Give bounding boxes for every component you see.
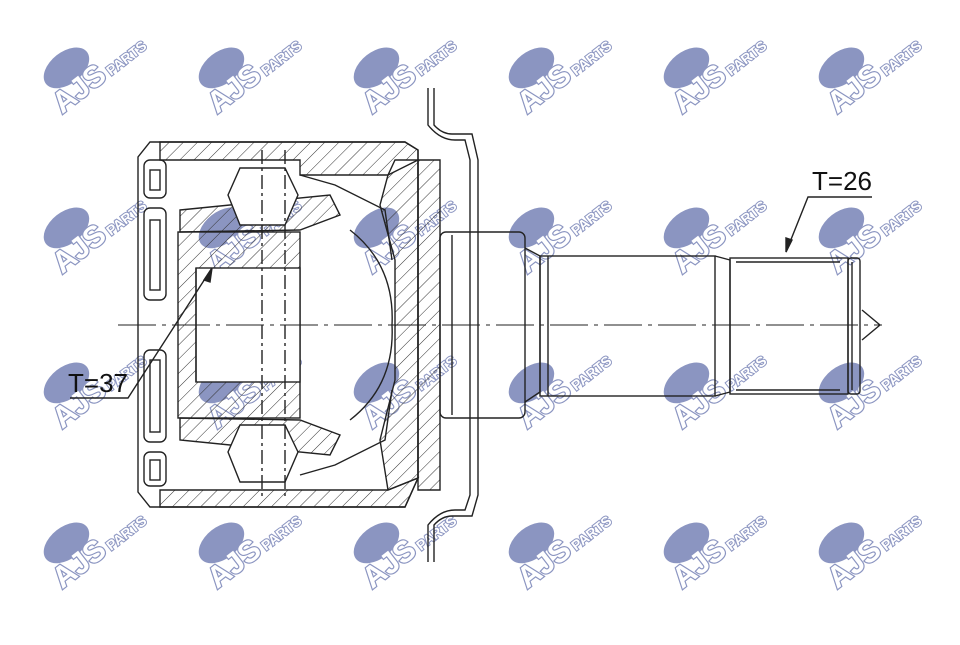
svg-text:PARTS: PARTS: [568, 37, 614, 78]
svg-text:PARTS: PARTS: [103, 512, 149, 553]
thread-label-inner: T=37: [68, 368, 128, 398]
ball-upper: [227, 167, 299, 226]
dust-cover: [427, 88, 471, 562]
leader-inner-arrow: [202, 267, 213, 283]
svg-text:PARTS: PARTS: [723, 37, 769, 78]
cv-joint-section: [70, 88, 882, 562]
leader-outer: [785, 196, 872, 253]
housing-hatch-top: [159, 141, 419, 176]
svg-text:PARTS: PARTS: [878, 37, 924, 78]
dust-cover-inner: [433, 88, 479, 562]
svg-text:PARTS: PARTS: [723, 512, 769, 553]
housing-hatch-bottom: [159, 476, 420, 508]
svg-text:PARTS: PARTS: [413, 37, 459, 78]
shaft-taper: [714, 255, 731, 397]
svg-text:PARTS: PARTS: [723, 197, 769, 238]
shaft-body: [539, 255, 716, 397]
svg-text:PARTS: PARTS: [568, 197, 614, 238]
leader-outer-arrow: [785, 237, 793, 253]
svg-text:PARTS: PARTS: [413, 512, 459, 553]
svg-text:PARTS: PARTS: [878, 197, 924, 238]
ball-lower: [227, 424, 299, 483]
svg-text:PARTS: PARTS: [103, 197, 149, 238]
svg-text:PARTS: PARTS: [258, 37, 304, 78]
svg-text:PARTS: PARTS: [103, 37, 149, 78]
end-arrow: [861, 309, 882, 341]
leader-inner: [70, 267, 213, 399]
svg-text:PARTS: PARTS: [878, 352, 924, 393]
track-lower: [299, 389, 393, 476]
flange-hatch: [417, 159, 441, 491]
svg-text:PARTS: PARTS: [878, 512, 924, 553]
svg-text:PARTS: PARTS: [258, 512, 304, 553]
thread-label-outer: T=26: [812, 166, 872, 196]
svg-text:PARTS: PARTS: [568, 352, 614, 393]
svg-text:PARTS: PARTS: [568, 512, 614, 553]
spline-groove: [847, 257, 861, 395]
track-upper: [299, 174, 393, 261]
boot-ribs-left: [143, 159, 167, 487]
